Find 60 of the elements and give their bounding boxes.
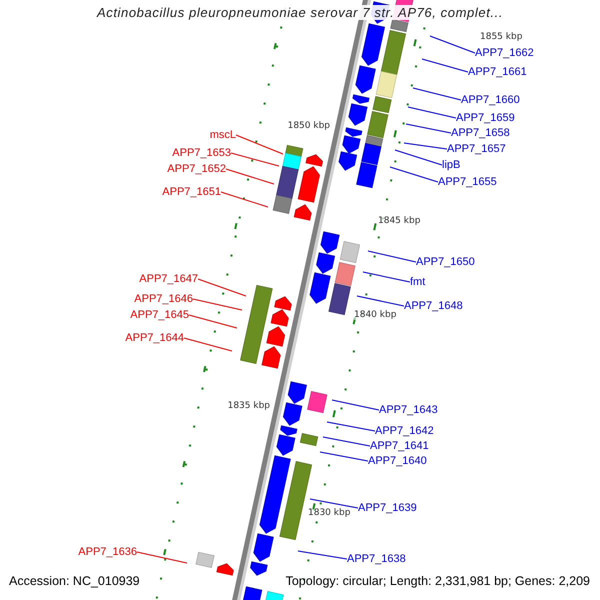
- gene-label: APP7_1642: [375, 424, 434, 438]
- gene-label: APP7_1636: [78, 545, 137, 559]
- leader-line: [408, 106, 456, 118]
- leader-line: [226, 168, 274, 184]
- accession-text: Accession: NC_010939: [9, 574, 140, 589]
- leader-line: [236, 134, 284, 154]
- gene-label: APP7_1660: [461, 93, 520, 107]
- leader-line: [322, 436, 370, 446]
- leader-line: [220, 192, 268, 208]
- gene-label: APP7_1650: [416, 255, 475, 269]
- tick-label: 1835 kbp: [228, 402, 270, 411]
- leader-line: [326, 422, 376, 432]
- gene-label: APP7_1661: [468, 65, 527, 79]
- leader-line: [368, 250, 416, 262]
- leader-line: [320, 452, 368, 462]
- leader-line: [192, 298, 242, 310]
- tick-label: 1855 kbp: [480, 33, 522, 42]
- leader-line: [430, 36, 476, 54]
- gene-label: APP7_1648: [404, 299, 463, 313]
- leader-line: [362, 272, 410, 282]
- leader-line: [230, 152, 280, 166]
- gene-label: fmt: [410, 275, 426, 289]
- tick-label: 1845 kbp: [378, 217, 420, 226]
- gene-label: APP7_1643: [379, 403, 438, 417]
- gene-label: APP7_1644: [125, 331, 184, 345]
- leader-line: [412, 88, 462, 100]
- leader-line: [394, 150, 442, 166]
- leader-line: [404, 142, 448, 150]
- gene-label: APP7_1641: [370, 439, 429, 453]
- gene-label: mscL: [210, 128, 236, 142]
- tick-label: 1840 kbp: [354, 311, 396, 320]
- gene-label: lipB: [442, 158, 460, 172]
- tick-label: 1850 kbp: [288, 122, 330, 131]
- leader-line: [332, 400, 380, 410]
- gene-label: APP7_1640: [368, 454, 427, 468]
- leader-line: [310, 498, 358, 508]
- gene-label: APP7_1652: [167, 162, 226, 176]
- tick-label: 1830 kbp: [308, 509, 350, 518]
- gene-label: APP7_1657: [447, 142, 506, 156]
- leader-line: [188, 314, 238, 328]
- leader-line: [356, 296, 404, 306]
- leader-line: [298, 550, 348, 560]
- leader-line: [198, 278, 246, 296]
- gene-label: APP7_1651: [162, 185, 221, 199]
- gene-label: APP7_1655: [438, 175, 497, 189]
- leader-line: [184, 338, 232, 352]
- gene-label: APP7_1639: [358, 501, 417, 515]
- gene-label: APP7_1638: [347, 552, 406, 566]
- gene-label: APP7_1662: [475, 46, 534, 60]
- gene-label: APP7_1659: [456, 111, 515, 125]
- gene-label: APP7_1646: [134, 292, 193, 306]
- gene-label: APP7_1653: [172, 146, 231, 160]
- gene-label: APP7_1647: [139, 272, 198, 286]
- gene-label: APP7_1658: [451, 126, 510, 140]
- leader-line: [406, 124, 452, 134]
- gene-label: APP7_1645: [130, 308, 189, 322]
- leader-line: [136, 552, 188, 564]
- leader-line: [422, 58, 468, 72]
- genome-info-text: Topology: circular; Length: 2,331,981 bp; Genes: 2,209: [286, 574, 590, 589]
- leader-line: [390, 166, 438, 182]
